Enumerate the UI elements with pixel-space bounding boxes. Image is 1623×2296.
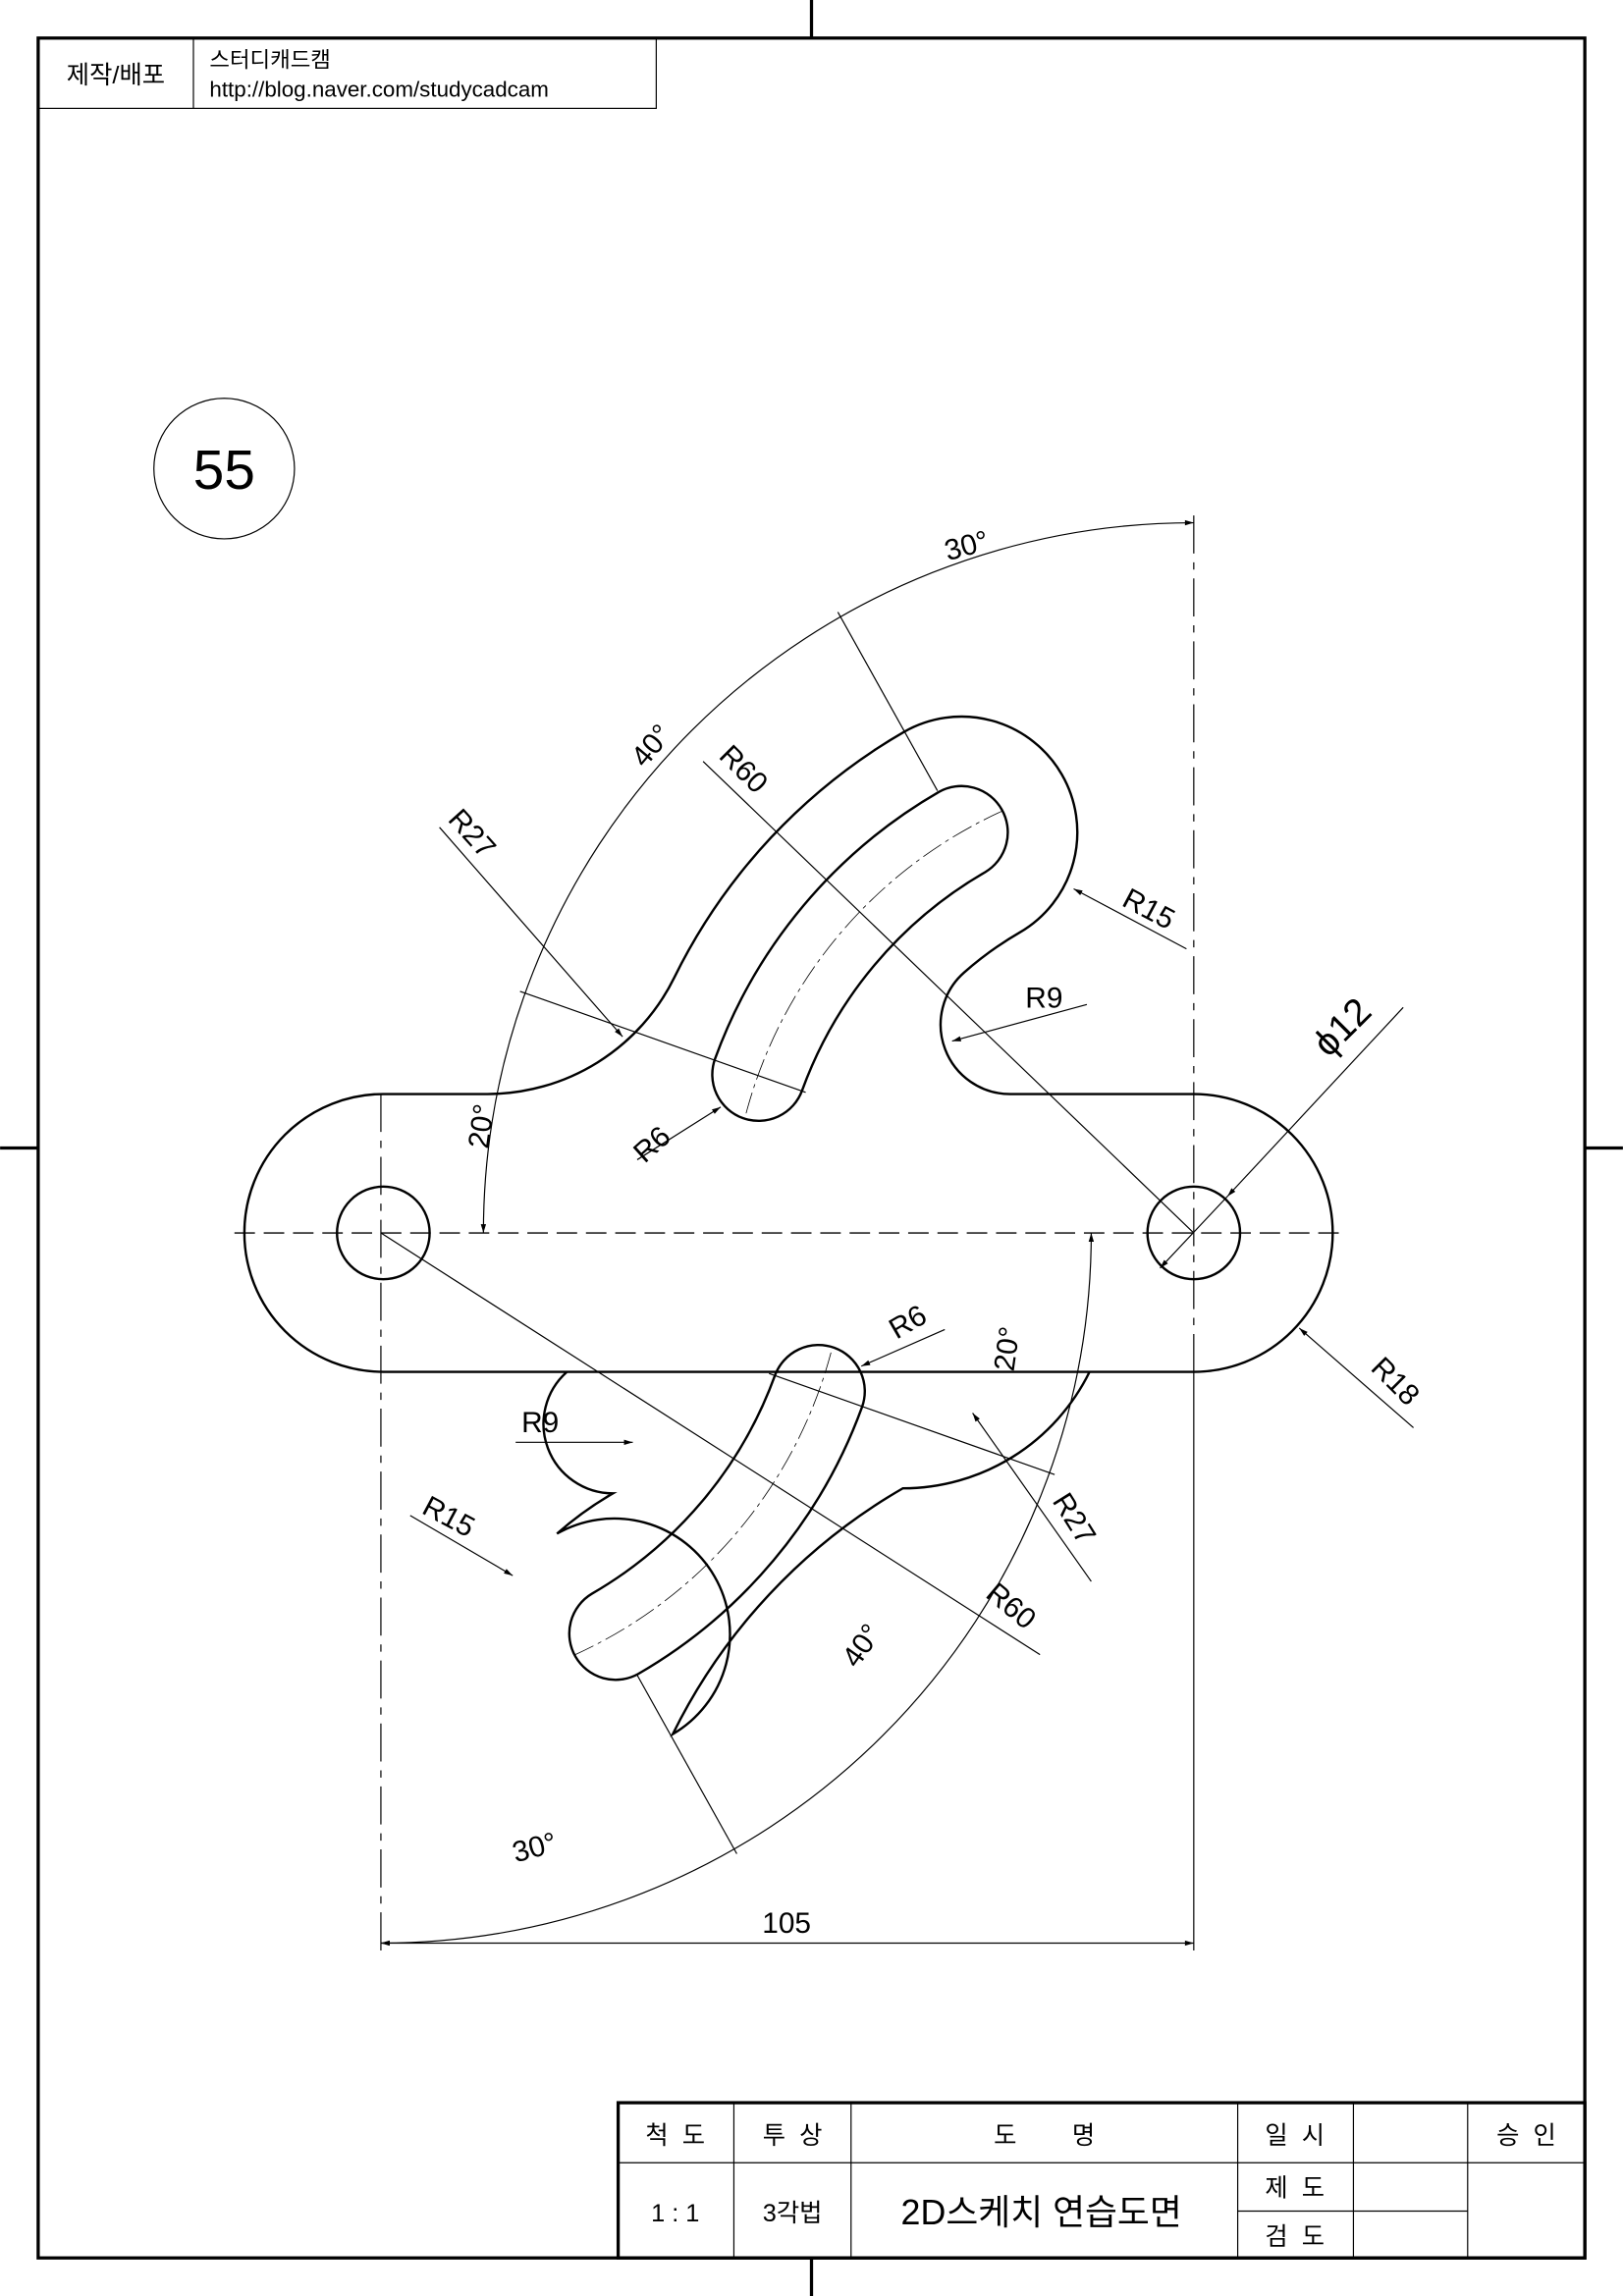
bottom-dimensions: 20° 40° 30° R27 R60 R15 R9 R6 R18 105 bbox=[380, 1232, 1426, 1947]
sheet-border bbox=[36, 36, 1587, 2260]
top-r6: R6 bbox=[627, 1120, 676, 1169]
length-105: 105 bbox=[762, 1907, 811, 1940]
bottom-r27: R27 bbox=[1046, 1487, 1102, 1550]
author-name: 스터디캐드캠 bbox=[209, 48, 330, 73]
projection-label: 투 상 bbox=[763, 2122, 823, 2150]
drawing-number: 55 bbox=[193, 440, 255, 502]
drawing-number-badge: 55 bbox=[153, 398, 296, 540]
top-r15: R15 bbox=[1117, 882, 1180, 936]
top-r60: R60 bbox=[713, 739, 774, 800]
maker-label: 제작/배포 bbox=[67, 62, 165, 89]
hole-diameter: ϕ12 bbox=[1305, 990, 1380, 1065]
top-slot bbox=[712, 786, 1007, 1121]
date-label: 일 시 bbox=[1265, 2122, 1325, 2150]
drawing-name: 2D스케치 연습도면 bbox=[901, 2193, 1182, 2232]
scale-value: 1 : 1 bbox=[651, 2200, 699, 2227]
bottom-angle-30: 30° bbox=[509, 1827, 560, 1870]
bottom-r9: R9 bbox=[521, 1407, 559, 1439]
top-r27: R27 bbox=[442, 803, 502, 865]
scale-label: 척 도 bbox=[645, 2122, 705, 2150]
bottom-slot bbox=[569, 1345, 865, 1680]
bottom-r60: R60 bbox=[980, 1576, 1042, 1635]
title-block: 척 도 투 상 도 명 일 시 승 인 1 : 1 3각법 2D스케치 연습도면… bbox=[616, 2101, 1587, 2260]
bottom-r15: R15 bbox=[417, 1490, 480, 1544]
projection-value: 3각법 bbox=[763, 2200, 823, 2227]
part-outline bbox=[244, 717, 1332, 1735]
author-url[interactable]: http://blog.naver.com/studycadcam bbox=[209, 77, 549, 101]
top-r9: R9 bbox=[1025, 982, 1062, 1014]
approval-label: 승 인 bbox=[1496, 2122, 1556, 2150]
drawn-label: 제 도 bbox=[1265, 2175, 1325, 2203]
bottom-angle-40: 40° bbox=[836, 1619, 888, 1674]
drawing-name-label: 도 명 bbox=[994, 2122, 1095, 2150]
r18-label: R18 bbox=[1365, 1351, 1426, 1412]
top-angle-20: 20° bbox=[462, 1102, 501, 1150]
centerlines bbox=[234, 515, 1341, 1950]
top-angle-40: 40° bbox=[625, 719, 678, 774]
checked-label: 검 도 bbox=[1265, 2223, 1325, 2251]
part-geometry bbox=[244, 717, 1332, 1735]
top-dimensions: 20° 40° 30° R27 R60 R15 R9 R6 ϕ12 bbox=[439, 519, 1404, 1269]
bottom-angle-20: 20° bbox=[989, 1324, 1027, 1372]
author-header: 제작/배포 스터디캐드캠 http://blog.naver.com/study… bbox=[37, 37, 657, 109]
top-angle-30: 30° bbox=[941, 525, 992, 568]
